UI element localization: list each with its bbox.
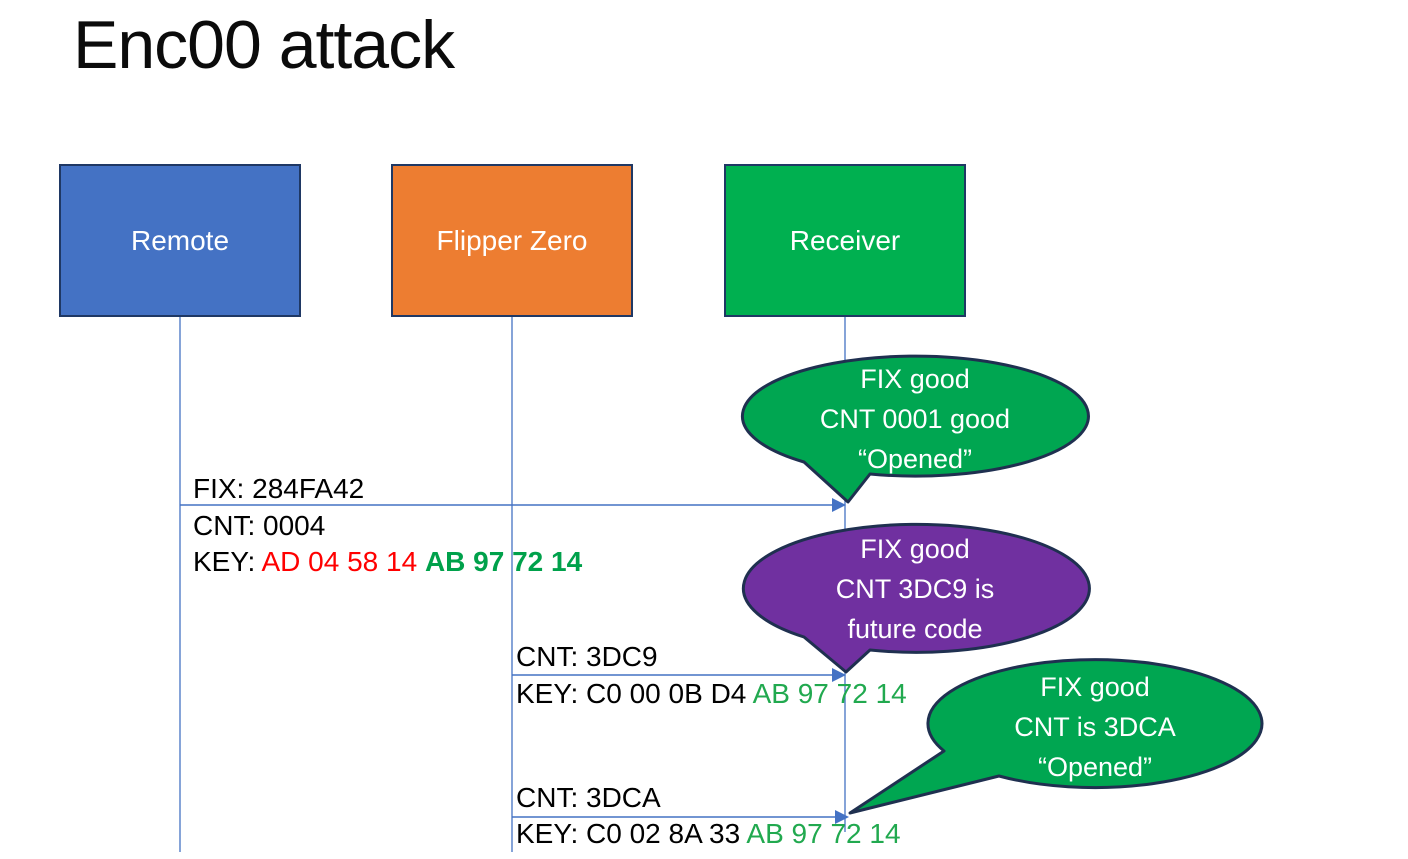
message-1-payload: CNT: 0004 KEY: AD 04 58 14 AB 97 72 14 (193, 508, 582, 580)
message-3-key-line: KEY: C0 02 8A 33 AB 97 72 14 (516, 816, 901, 852)
callout-bubble-fix-good-3dca (848, 658, 1264, 815)
actor-box-flipper-zero: Flipper Zero (391, 164, 633, 317)
message-3-key-prefix: KEY: C0 02 8A 33 (516, 818, 747, 849)
message-2-key-line: KEY: C0 00 0B D4 AB 97 72 14 (516, 676, 907, 712)
message-2-key-fixed-bytes: AB 97 72 14 (752, 678, 907, 709)
callout-3-line-3: “Opened” (1037, 752, 1153, 782)
arrowhead-1-icon (832, 498, 846, 512)
callout-3-line-1: FIX good (1040, 672, 1150, 702)
arrowhead-2-icon (832, 668, 846, 682)
arrow-remote-to-receiver (180, 498, 846, 512)
actor-label-remote: Remote (130, 224, 230, 256)
callout-1-line-2: CNT 0001 good (819, 404, 1011, 434)
actor-box-remote: Remote (59, 164, 301, 317)
callout-1-line-3: “Opened” (857, 444, 973, 474)
callout-1-line-1: FIX good (860, 364, 970, 394)
callout-text-fix-good-3dca: FIX good CNT is 3DCA “Opened” (928, 667, 1262, 787)
actor-label-receiver: Receiver (789, 224, 901, 256)
message-1-cnt-text: CNT: 0004 (193, 510, 326, 541)
arrowhead-3-icon (835, 810, 849, 824)
message-1-fix-label: FIX: 284FA42 (193, 471, 364, 507)
message-1-key-prefix: KEY: (193, 546, 262, 577)
message-3-key-fixed-bytes: AB 97 72 14 (746, 818, 901, 849)
message-1-key-line: KEY: AD 04 58 14 AB 97 72 14 (193, 544, 582, 580)
callout-text-fix-good-0001: FIX good CNT 0001 good “Opened” (742, 359, 1088, 479)
message-2-cnt-text: CNT: 3DC9 (516, 641, 658, 672)
actor-label-flipper-zero: Flipper Zero (436, 224, 588, 256)
message-1-key-fixed-bytes: AB 97 72 14 (424, 546, 583, 577)
message-1-key-changing-bytes: AD 04 58 14 (261, 546, 425, 577)
callout-2-line-2: CNT 3DC9 is (835, 574, 995, 604)
arrow-flipper-to-receiver-1 (512, 668, 846, 682)
message-2-key-prefix: KEY: C0 00 0B D4 (516, 678, 753, 709)
arrow-flipper-to-receiver-2 (512, 810, 849, 824)
actor-box-receiver: Receiver (724, 164, 966, 317)
callout-2-line-1: FIX good (860, 534, 970, 564)
slide-title: Enc00 attack (73, 7, 455, 83)
callout-bubble-future-code (741, 522, 1091, 674)
callout-2-line-3: future code (847, 614, 983, 644)
message-2-cnt-label: CNT: 3DC9 (516, 639, 658, 675)
callout-text-future-code: FIX good CNT 3DC9 is future code (742, 529, 1088, 649)
message-1-fix-text: FIX: 284FA42 (193, 473, 365, 504)
message-3-cnt-text: CNT: 3DCA (516, 782, 661, 813)
message-1-cnt-line: CNT: 0004 (193, 508, 582, 544)
message-3-cnt-label: CNT: 3DCA (516, 780, 661, 816)
callout-bubble-fix-good-0001 (740, 354, 1090, 504)
callout-3-line-2: CNT is 3DCA (1014, 712, 1176, 742)
